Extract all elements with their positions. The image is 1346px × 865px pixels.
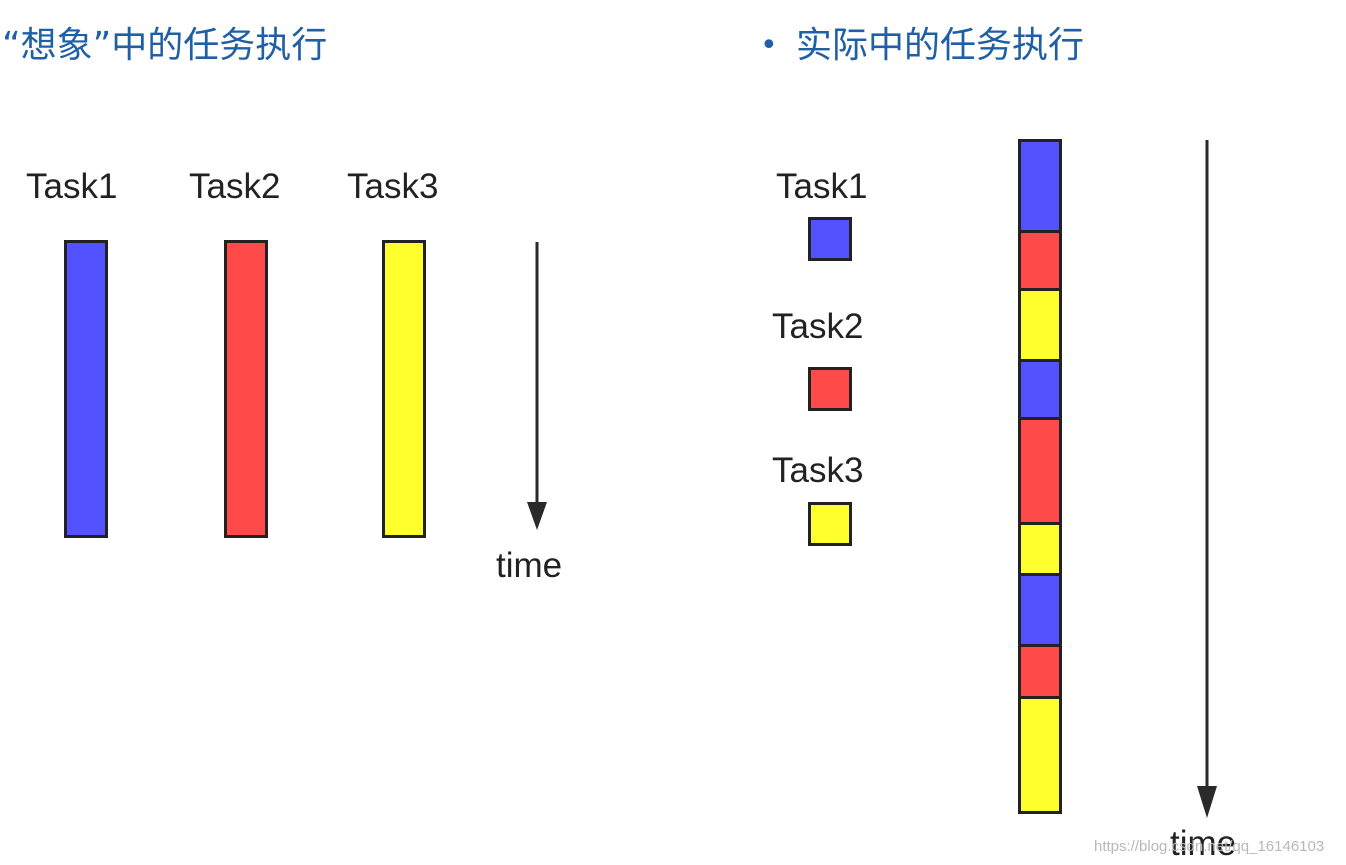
left-task1-bar [64,240,108,538]
right-title-bullet: • [760,28,778,63]
watermark: https://blog.csdn.net/qq_16146103 [1094,838,1325,855]
legend-task3-swatch [808,502,852,546]
legend-task1-swatch [808,217,852,261]
actual-execution-timeline [1018,139,1062,814]
left-task3-label: Task3 [347,167,439,206]
right-title: 实际中的任务执行 [796,25,1085,66]
timeline-segment-task1 [1021,142,1059,234]
left-task3-bar [382,240,426,538]
legend-task1-label: Task1 [776,167,868,206]
left-time-label: time [496,546,563,585]
right-time-arrow [1197,140,1217,818]
left-title: “想象”中的任务执行 [2,25,328,66]
timeline-segment-task1 [1021,576,1059,648]
left-time-arrow [527,242,547,530]
timeline-segment-task3 [1021,698,1059,811]
legend-task2-swatch [808,367,852,411]
timeline-segment-task2 [1021,419,1059,525]
timeline-segment-task3 [1021,290,1059,363]
left-task2-label: Task2 [189,167,281,206]
right-time-label: time [1170,824,1237,863]
timeline-segment-task1 [1021,362,1059,420]
timeline-segment-task3 [1021,524,1059,577]
left-task1-label: Task1 [26,167,118,206]
legend-task2-label: Task2 [772,307,864,346]
timeline-segment-task2 [1021,647,1059,699]
timeline-segment-task2 [1021,233,1059,291]
legend-task3-label: Task3 [772,451,864,490]
left-task2-bar [224,240,268,538]
